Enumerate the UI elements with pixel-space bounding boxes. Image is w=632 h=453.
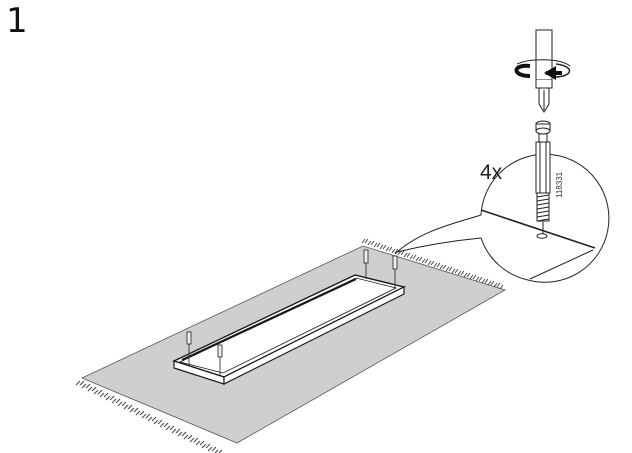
- step-number: 1: [6, 1, 28, 41]
- quantity-label: 4x: [480, 161, 503, 184]
- part-number: 118331: [555, 171, 564, 198]
- clockwise-rotate-arrow-icon: [514, 59, 571, 80]
- panel-frame: [172, 274, 407, 385]
- cam-lock-dowel-icon: [535, 120, 551, 234]
- screwdriver-icon: [535, 29, 553, 113]
- detail-callout: [394, 153, 610, 283]
- dowels-in-panel: [186, 249, 398, 375]
